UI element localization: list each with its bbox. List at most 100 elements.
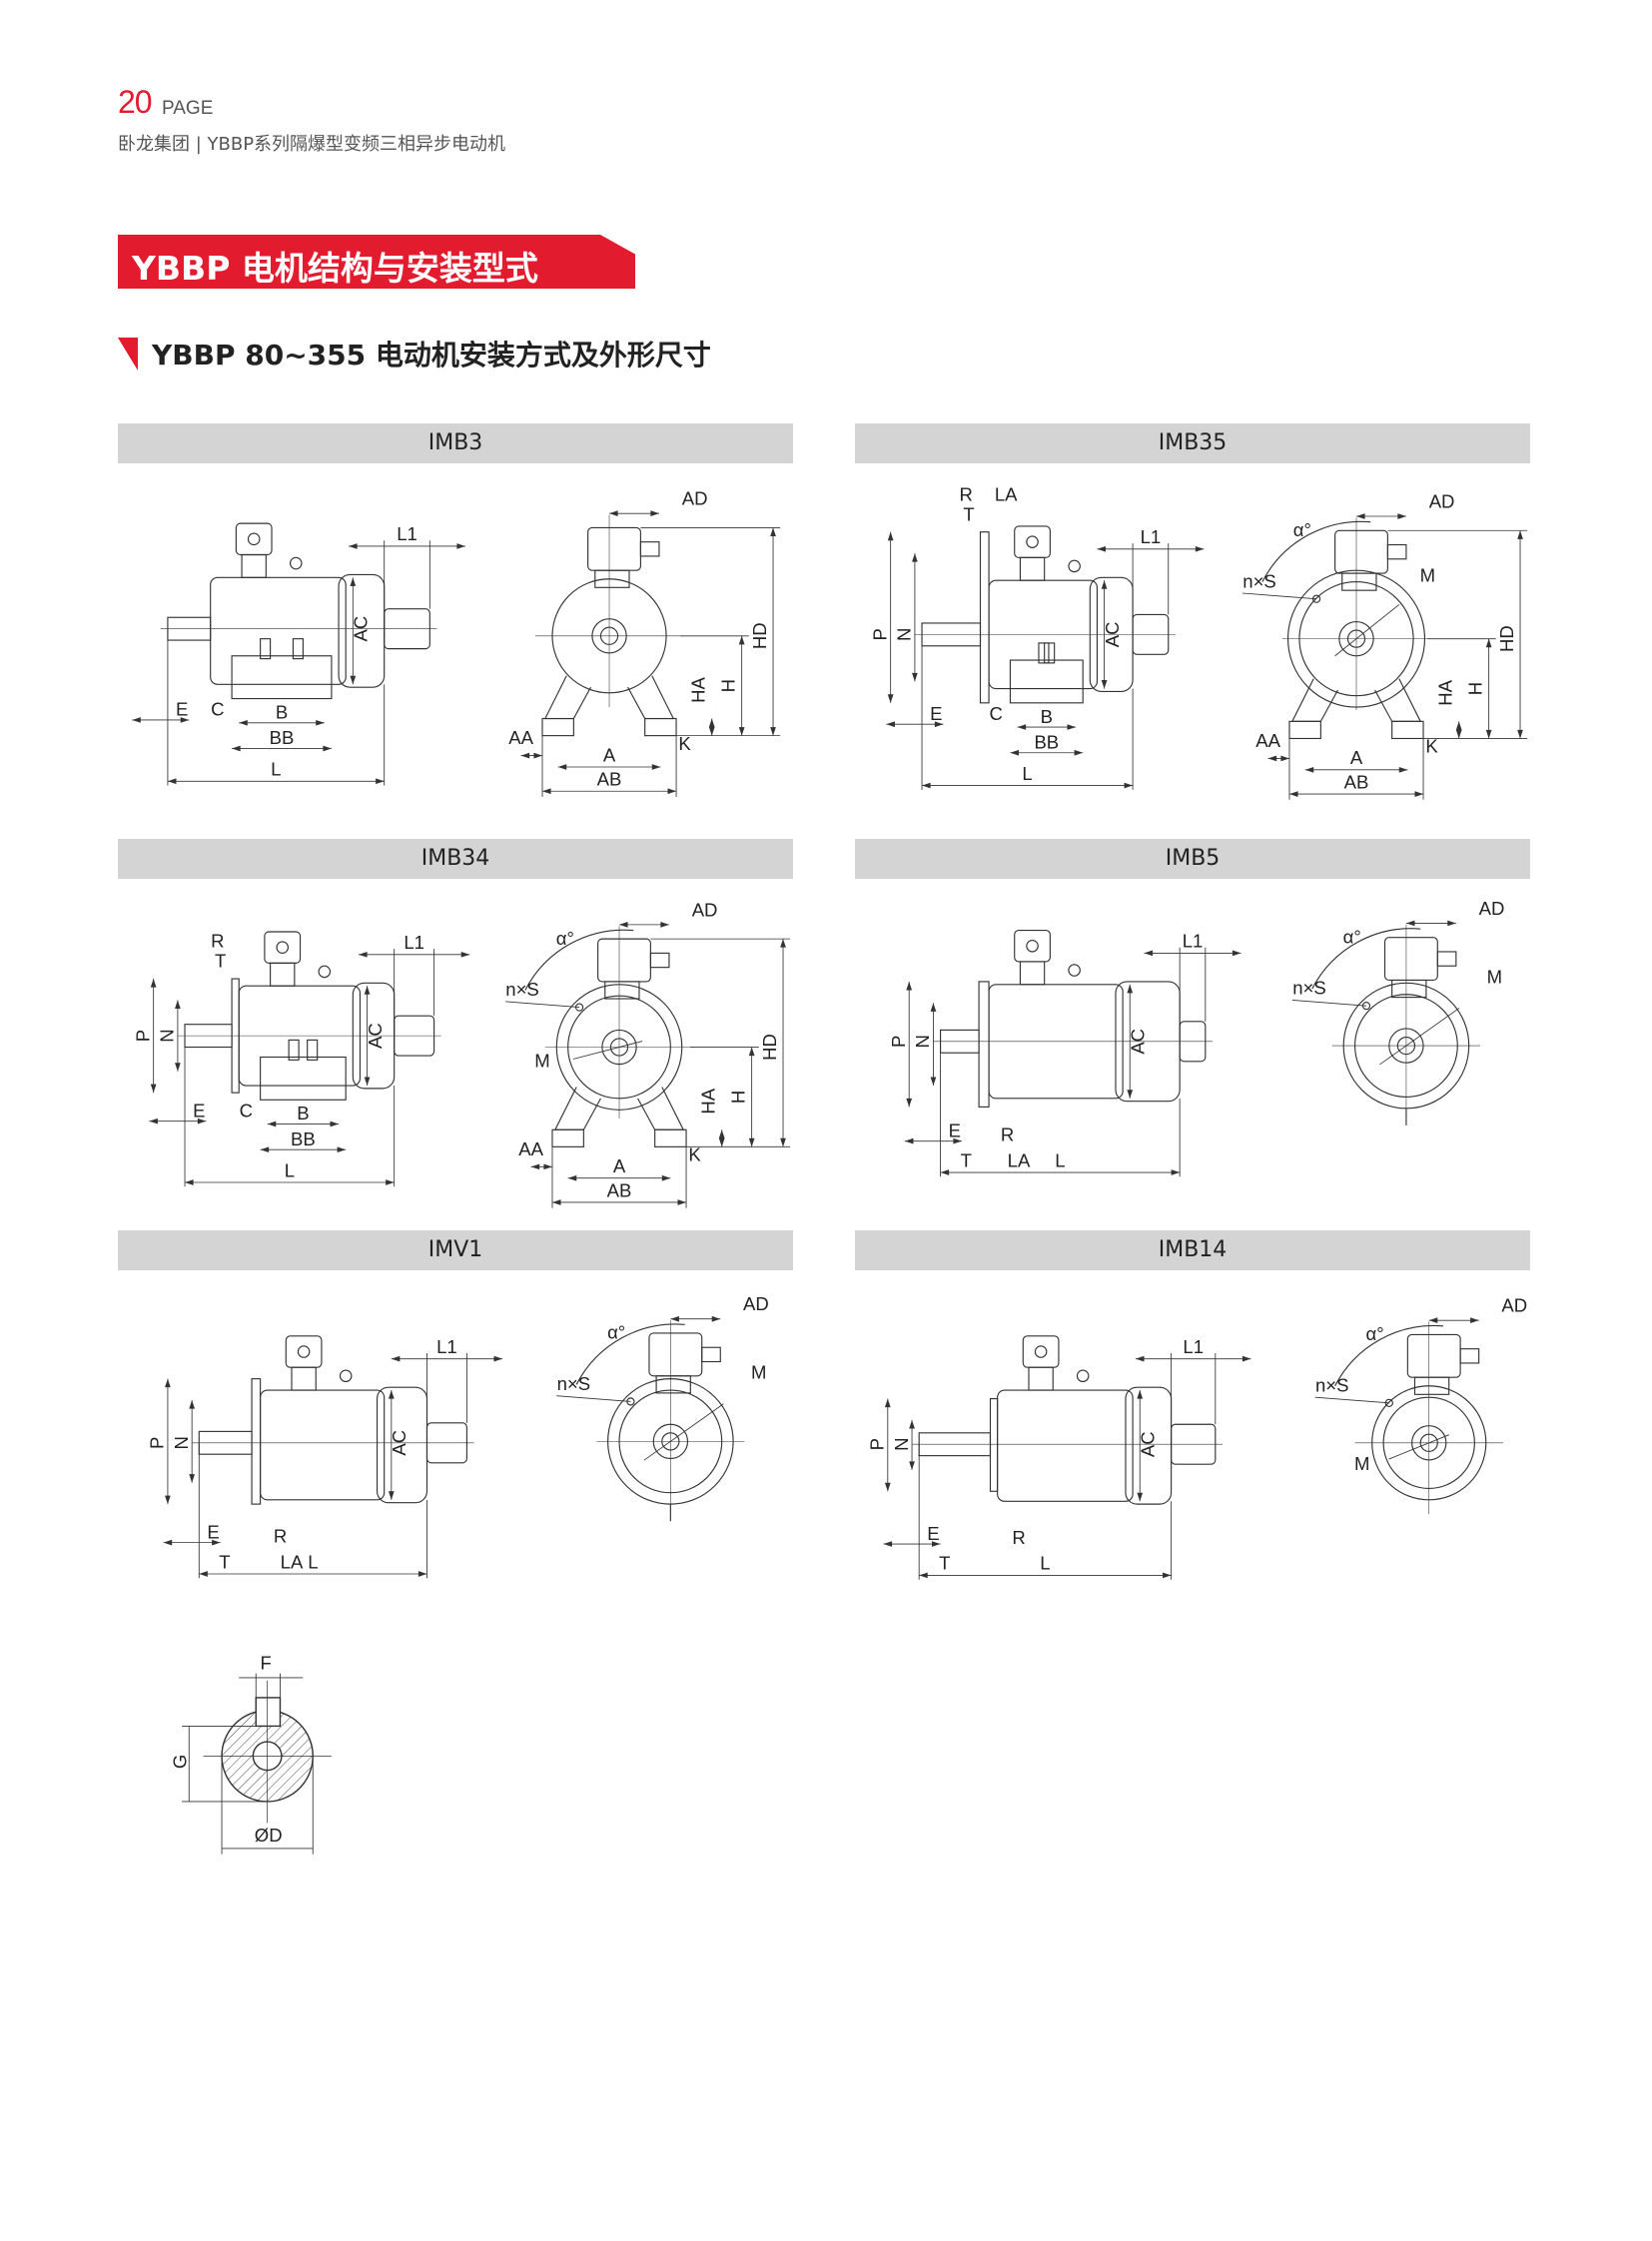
dim-label-L: L xyxy=(1040,1553,1050,1574)
terminal-box xyxy=(1014,525,1051,558)
dim-label-R: R xyxy=(274,1526,287,1547)
terminal-box-neck xyxy=(594,569,630,588)
dim-label-B: B xyxy=(1041,706,1053,727)
dim-label-N: N xyxy=(912,1035,933,1048)
dim-label-F: F xyxy=(261,1652,272,1673)
dim-label-HA: HA xyxy=(688,676,709,702)
terminal-box-front xyxy=(1334,529,1388,574)
terminal-box-neck xyxy=(1028,1366,1054,1391)
mounting-feet xyxy=(231,655,333,700)
dim-label-N: N xyxy=(891,1438,912,1451)
dim-label-M: M xyxy=(751,1362,766,1383)
dim-label-B: B xyxy=(297,1103,309,1123)
terminal-box-neck xyxy=(604,981,640,1000)
dim-label-B: B xyxy=(276,702,288,723)
dim-label-R: R xyxy=(1001,1124,1014,1145)
terminal-box-neck xyxy=(1391,979,1427,999)
dim-label-HD: HD xyxy=(759,1034,780,1061)
dim-label-T: T xyxy=(215,951,226,972)
terminal-box-front xyxy=(648,1332,703,1377)
flange xyxy=(989,1398,999,1492)
dim-label-AD: AD xyxy=(1501,1295,1527,1316)
dim-label-L1: L1 xyxy=(397,523,417,544)
flange xyxy=(978,981,990,1108)
cable-gland-icon xyxy=(1436,951,1457,967)
dimension-line xyxy=(1388,1434,1450,1460)
dim-label-HD: HD xyxy=(1496,625,1517,652)
foot-rib xyxy=(307,1039,319,1061)
arrowhead xyxy=(708,718,715,736)
dim-label-L: L xyxy=(1055,1149,1065,1170)
foot-left xyxy=(1288,720,1321,740)
mounting-feet xyxy=(260,1056,347,1101)
dim-label-xx: α° xyxy=(556,928,574,949)
cable-gland-icon xyxy=(1034,1345,1048,1358)
terminal-box-front xyxy=(597,938,651,983)
terminal-box-front xyxy=(1406,1333,1461,1378)
foot-rib xyxy=(292,638,304,660)
terminal-box-neck xyxy=(1413,1376,1450,1395)
cable-gland-icon xyxy=(649,952,670,969)
foot-right xyxy=(644,717,677,737)
terminal-box xyxy=(235,522,273,556)
terminal-box-neck xyxy=(241,553,267,578)
flange xyxy=(251,1378,262,1505)
angle-arc xyxy=(1334,1324,1444,1387)
dim-label-AB: AB xyxy=(1344,771,1369,792)
arrowhead xyxy=(189,1400,196,1483)
dimension-line xyxy=(1291,1000,1367,1007)
terminal-box xyxy=(285,1335,323,1368)
foot-rib xyxy=(1038,642,1050,664)
cable-gland-icon xyxy=(276,941,289,954)
dim-label-xx: α° xyxy=(607,1322,625,1343)
dim-label-xx: α° xyxy=(1293,519,1311,540)
dim-label-E: E xyxy=(927,1523,939,1544)
arrowhead xyxy=(175,1000,181,1072)
dim-label-AA: AA xyxy=(518,1138,543,1159)
panel-title: IMV1 xyxy=(118,1230,793,1270)
terminal-box xyxy=(264,931,302,964)
arrowhead xyxy=(530,1163,552,1170)
lifting-eye-icon xyxy=(1068,559,1081,573)
lifting-eye-icon xyxy=(1076,1369,1090,1383)
terminal-box xyxy=(1014,930,1051,963)
subsection-title: YBBP 80~355 电动机安装方式及外形尺寸 xyxy=(152,339,711,372)
dimension-line xyxy=(504,1001,580,1009)
dim-label-A: A xyxy=(603,744,616,765)
dim-label-LA: LA xyxy=(1008,1149,1031,1170)
section-banner: YBBP 电机结构与安装型式 xyxy=(118,235,635,289)
angle-arc xyxy=(524,929,634,991)
terminal-box-neck xyxy=(1019,556,1046,581)
dimension-line xyxy=(556,1395,631,1402)
dim-label-R: R xyxy=(960,483,973,504)
cable-gland-icon xyxy=(1026,939,1039,953)
dim-label-K: K xyxy=(678,733,691,754)
dim-label-K: K xyxy=(688,1144,701,1165)
dim-label-E: E xyxy=(176,699,188,720)
dim-label-xx: α° xyxy=(1365,1323,1383,1344)
dimension-line xyxy=(1241,592,1317,600)
dim-label-AD: AD xyxy=(692,899,718,920)
section-title: YBBP 电机结构与安装型式 xyxy=(132,249,538,288)
dim-label-E: E xyxy=(930,703,942,724)
dim-label-L1: L1 xyxy=(1183,931,1204,952)
dim-label-AB: AB xyxy=(607,1179,632,1200)
dim-label-HD: HD xyxy=(749,622,770,649)
dim-label-D: ØD xyxy=(255,1825,283,1846)
arrowhead xyxy=(1455,721,1462,739)
dim-label-N: N xyxy=(894,628,915,641)
foot-rib xyxy=(260,638,272,660)
dim-label-G: G xyxy=(169,1755,190,1769)
